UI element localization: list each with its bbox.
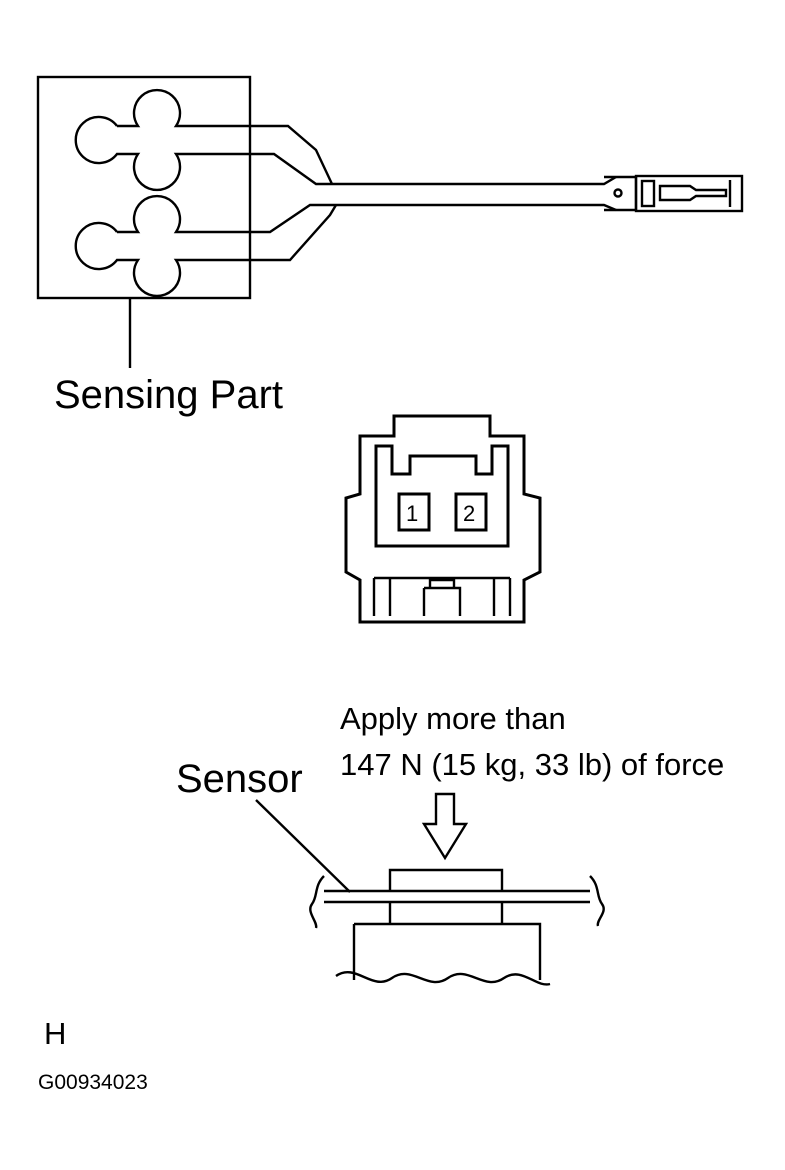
upper-sensing-track bbox=[74, 88, 336, 192]
down-arrow-icon bbox=[421, 792, 469, 861]
pin-box-2 bbox=[454, 492, 488, 532]
force-instruction-line2: 147 N (15 kg, 33 lb) of force bbox=[340, 747, 724, 782]
connector-inner-frame bbox=[374, 444, 510, 548]
connector-housing bbox=[344, 414, 542, 624]
sensing-part-assembly bbox=[36, 75, 744, 368]
figure-code: G00934023 bbox=[38, 1071, 148, 1094]
two-pin-connector-icon bbox=[344, 414, 542, 624]
lower-sensing-track bbox=[74, 194, 338, 298]
force-test-setup bbox=[255, 792, 605, 986]
sensing-part-label: Sensing Part bbox=[54, 373, 283, 417]
connector-base bbox=[372, 576, 512, 616]
variant-mark: H bbox=[44, 1016, 66, 1051]
terminal-hole bbox=[613, 188, 623, 198]
force-instruction-line1: Apply more than bbox=[340, 701, 566, 736]
terminal-latch bbox=[640, 179, 656, 208]
terminal-connector bbox=[634, 174, 744, 213]
lead-wire bbox=[336, 175, 617, 212]
terminal-slot bbox=[658, 184, 728, 202]
pin-box-1 bbox=[397, 492, 431, 532]
pin-label-1: 1 bbox=[406, 501, 418, 526]
sensing-part-sheet bbox=[36, 75, 252, 300]
support-block bbox=[335, 902, 551, 986]
pin-label-2: 2 bbox=[463, 501, 475, 526]
pressure-sensor-icon bbox=[309, 875, 605, 929]
sensor-leader bbox=[255, 799, 351, 893]
sensor-label: Sensor bbox=[176, 757, 303, 801]
pusher-block bbox=[388, 868, 504, 890]
